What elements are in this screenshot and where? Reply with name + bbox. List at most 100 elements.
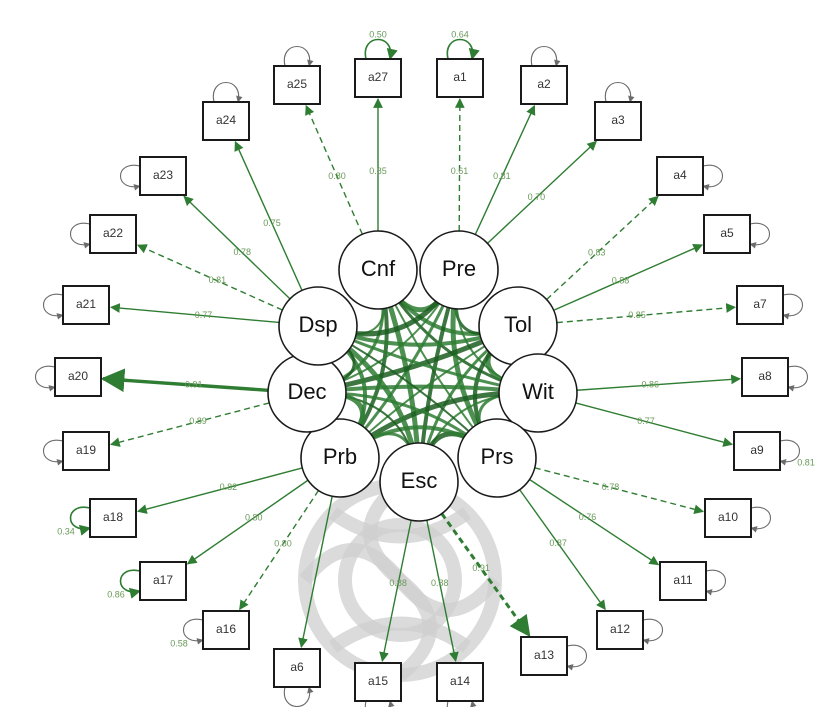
edge-Tol-a5 (553, 243, 704, 311)
edge-Dsp-a24 (234, 140, 303, 291)
indicator-label-a10: a10 (718, 510, 738, 524)
variance-loop-a2 (530, 45, 561, 67)
variance-loop-a24 (212, 81, 243, 103)
loading-label-a22: 0.81 (209, 275, 227, 285)
indicator-box-a22: a22 (89, 214, 137, 254)
loading-label-a23: 0.78 (234, 247, 252, 257)
variance-loop-a6 (283, 686, 314, 707)
edge-Prs-a11 (529, 478, 660, 566)
variance-loop-a16 (182, 618, 204, 645)
loading-label-a20: 0.91 (185, 379, 203, 389)
variance-loop-a3 (604, 81, 635, 103)
variance-loops: 0.64 0.81 0.58 0.86 0.34 0.50 (34, 29, 815, 707)
edge-Esc-a15 (379, 520, 412, 663)
edge-Pre-a3 (486, 140, 597, 244)
variance-label-a27: 0.50 (369, 29, 387, 39)
indicator-label-a13: a13 (534, 648, 554, 662)
edge-Pre-a1 (454, 98, 465, 232)
indicator-box-a10: a10 (704, 498, 752, 538)
loading-edges (100, 98, 741, 663)
factor-label-prs: Prs (481, 444, 514, 469)
indicator-box-a20: a20 (54, 357, 102, 397)
indicator-box-a4: a4 (656, 156, 704, 196)
variance-loop-a9 (779, 439, 801, 466)
variance-loop-a13 (566, 644, 588, 671)
variance-loop-a20 (34, 365, 56, 392)
loading-label-a19: 0.89 (189, 416, 207, 426)
loading-label-a18: 0.82 (220, 482, 238, 492)
loading-label-a2: 0.81 (493, 171, 511, 181)
indicator-box-a14: a14 (436, 662, 484, 702)
loading-label-a9: 0.77 (637, 416, 655, 426)
indicator-label-a5: a5 (720, 226, 734, 240)
loading-label-a13: 0.91 (472, 563, 490, 573)
factor-pre: Pre (419, 230, 499, 310)
indicator-box-a3: a3 (594, 101, 642, 141)
indicator-box-a7: a7 (736, 285, 784, 325)
variance-loop-a18 (69, 506, 92, 536)
edge-Dsp-a22 (136, 244, 283, 311)
variance-label-a1: 0.64 (451, 29, 469, 39)
indicator-label-a11: a11 (673, 573, 692, 587)
indicator-label-a21: a21 (76, 297, 96, 311)
loading-label-a21: 0.77 (195, 310, 213, 320)
factor-label-pre: Pre (442, 256, 476, 281)
variance-loop-a10 (750, 506, 772, 533)
factor-label-tol: Tol (504, 312, 532, 337)
edge-Dec-a19 (109, 402, 270, 447)
loading-labels: 0.610.810.700.830.880.850.860.770.780.76… (185, 166, 659, 588)
edge-Wit-a9 (575, 402, 734, 447)
edge-Pre-a2 (474, 104, 536, 235)
factor-label-wit: Wit (522, 379, 554, 404)
indicator-box-a11: a11 (659, 561, 707, 601)
indicator-label-a2: a2 (537, 77, 551, 91)
variance-label-a17: 0.86 (107, 589, 125, 599)
loading-label-a10: 0.78 (602, 482, 620, 492)
factor-cnf: Cnf (338, 230, 418, 310)
variance-loop-a17 (119, 569, 142, 599)
loading-label-a24: 0.75 (263, 218, 281, 228)
factor-label-cnf: Cnf (361, 256, 396, 281)
indicator-label-a19: a19 (76, 443, 96, 457)
indicator-label-a17: a17 (153, 573, 173, 587)
variance-label-a9: 0.81 (797, 457, 815, 467)
variance-label-a18: 0.34 (57, 526, 75, 536)
factor-prs: Prs (457, 418, 537, 498)
indicator-label-a15: a15 (368, 674, 388, 688)
indicator-label-a27: a27 (368, 70, 388, 84)
indicator-box-a8: a8 (741, 357, 789, 397)
loading-label-a27: 0.85 (369, 166, 387, 176)
edge-Dsp-a21 (110, 303, 280, 324)
edge-Prb-a6 (298, 496, 333, 649)
indicator-label-a1: a1 (453, 70, 467, 84)
edge-Wit-a8 (576, 374, 741, 391)
loading-label-a14: 0.88 (431, 578, 449, 588)
indicator-box-a24: a24 (202, 101, 250, 141)
variance-loop-a21 (42, 293, 64, 320)
variance-loop-a12 (642, 618, 664, 645)
edge-Tol-a4 (546, 195, 659, 301)
indicator-box-a2: a2 (520, 65, 568, 105)
indicator-box-a16: a16 (202, 610, 250, 650)
factor-tol: Tol (478, 286, 558, 366)
indicator-label-a24: a24 (216, 113, 236, 127)
edge-Prb-a16 (239, 490, 320, 611)
factor-label-prb: Prb (323, 444, 357, 469)
indicator-box-a21: a21 (62, 285, 110, 325)
variance-label-a16: 0.58 (170, 638, 188, 648)
loading-label-a7: 0.85 (628, 310, 646, 320)
indicator-box-a5: a5 (703, 214, 751, 254)
indicator-label-a22: a22 (103, 226, 123, 240)
indicator-box-a17: a17 (139, 561, 187, 601)
indicator-box-a15: a15 (354, 662, 402, 702)
variance-loop-a5 (749, 222, 771, 249)
loading-label-a11: 0.76 (579, 512, 597, 522)
indicator-label-a14: a14 (450, 674, 470, 688)
loading-label-a5: 0.88 (612, 275, 630, 285)
loading-label-a12: 0.87 (549, 538, 567, 548)
variance-loop-a22 (69, 222, 91, 249)
variance-loop-a25 (283, 45, 314, 67)
factor-wit: Wit (498, 353, 578, 433)
indicator-label-a3: a3 (611, 113, 625, 127)
